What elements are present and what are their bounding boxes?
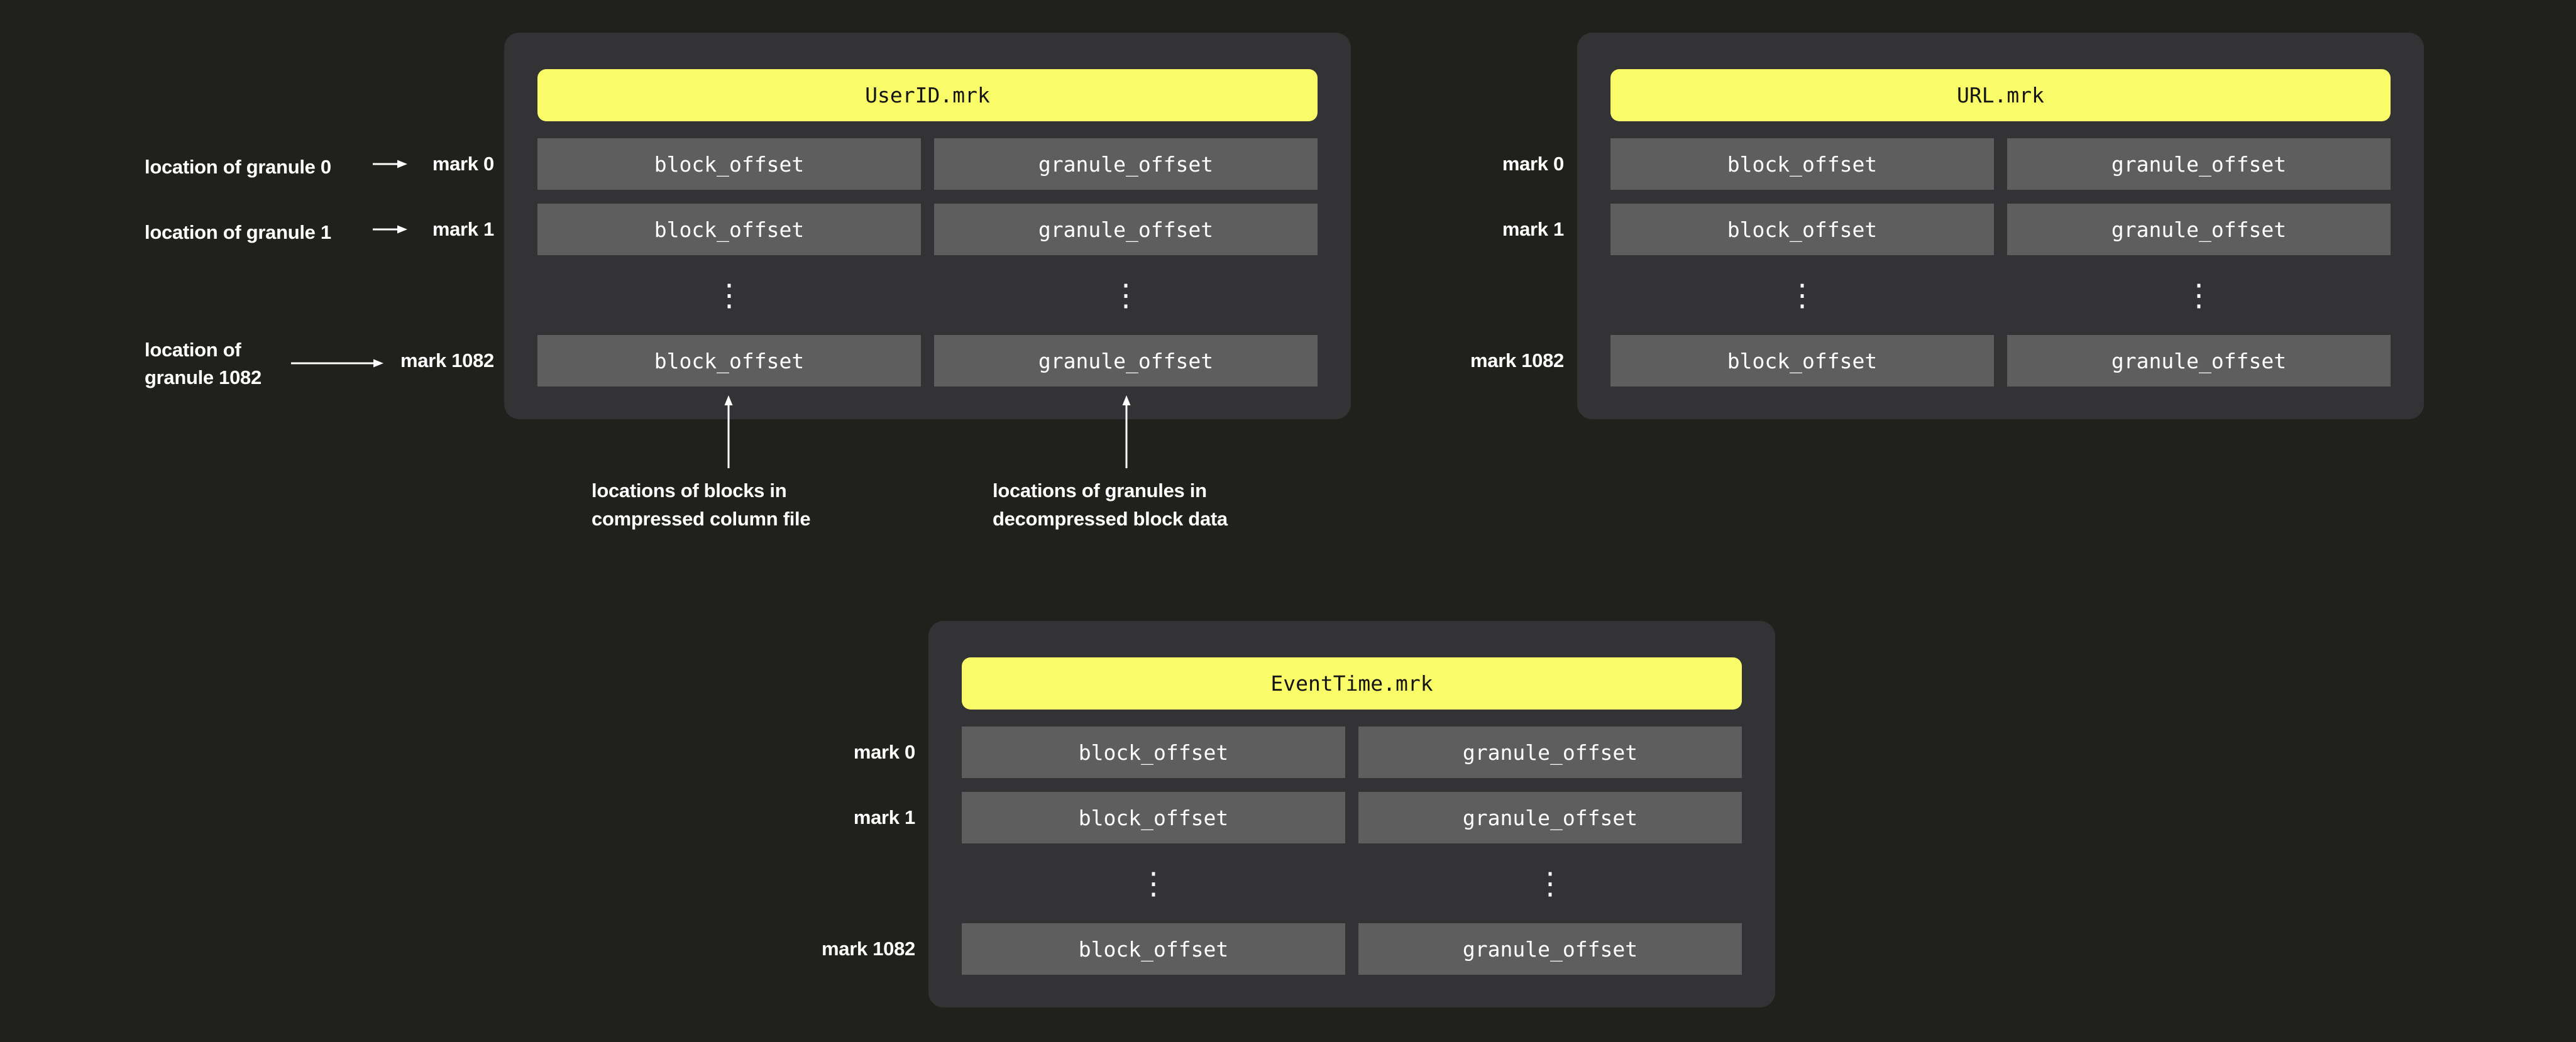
granule-offset-cell: granule_offset: [1358, 792, 1742, 843]
block-offset-cell: block_offset: [1610, 204, 1994, 255]
mark-row: block_offset granule_offset: [1610, 138, 2391, 190]
annotation-location-granule-1: location of granule 1: [145, 221, 331, 243]
granule-offset-cell: granule_offset: [2007, 335, 2391, 387]
block-offset-cell: block_offset: [962, 923, 1345, 975]
note-line-1: locations of granules in: [993, 480, 1207, 502]
mark-rows: block_offset granule_offset block_offset…: [1610, 138, 2391, 387]
mark-file-panel-eventtime: EventTime.mrk block_offset granule_offse…: [928, 621, 1775, 1007]
annotation-line-2: granule 1082: [145, 366, 261, 388]
mark-label: mark 0: [432, 153, 494, 175]
block-offset-cell: block_offset: [537, 335, 921, 387]
mark-file-title: UserID.mrk: [537, 69, 1318, 121]
arrow-right-icon: [372, 158, 407, 170]
mark-file-title: EventTime.mrk: [962, 657, 1742, 710]
mark-row: block_offset granule_offset: [962, 792, 1742, 843]
annotation-location-granule-1082: location of granule 1082: [145, 336, 261, 392]
ellipsis-row: ⋮ ⋮: [962, 843, 1742, 923]
ellipsis-row: ⋮ ⋮: [1610, 255, 2391, 335]
mark-rows: block_offset granule_offset block_offset…: [962, 727, 1742, 975]
mark-file-panel-userid: UserID.mrk block_offset granule_offset b…: [504, 33, 1351, 419]
vertical-ellipsis: ⋮: [1535, 865, 1565, 901]
granule-offset-cell: granule_offset: [1358, 727, 1742, 778]
granule-offset-cell: granule_offset: [1358, 923, 1742, 975]
arrow-right-icon: [372, 223, 407, 236]
vertical-ellipsis: ⋮: [1111, 277, 1141, 313]
block-offset-cell: block_offset: [537, 204, 921, 255]
mark-row: block_offset granule_offset: [537, 204, 1318, 255]
block-offset-cell: block_offset: [962, 727, 1345, 778]
mark-label: mark 1082: [822, 938, 915, 960]
note-line-2: decompressed block data: [993, 508, 1228, 530]
mark-label: mark 1: [853, 806, 915, 828]
arrow-right-icon: [290, 357, 383, 370]
mark-file-title: URL.mrk: [1610, 69, 2391, 121]
mark-label: mark 1082: [1470, 349, 1564, 371]
vertical-ellipsis: ⋮: [2184, 277, 2214, 313]
arrow-up-icon: [722, 395, 735, 468]
note-line-1: locations of blocks in: [592, 480, 787, 502]
granule-offset-cell: granule_offset: [934, 138, 1318, 190]
mark-row: block_offset granule_offset: [537, 335, 1318, 387]
mark-row: block_offset granule_offset: [537, 138, 1318, 190]
mark-row: block_offset granule_offset: [1610, 204, 2391, 255]
mark-label: mark 1: [432, 218, 494, 240]
note-line-2: compressed column file: [592, 508, 811, 530]
granule-offset-cell: granule_offset: [2007, 138, 2391, 190]
mark-label: mark 0: [853, 741, 915, 763]
mark-label: mark 0: [1502, 153, 1564, 175]
mark-row: block_offset granule_offset: [1610, 335, 2391, 387]
block-offset-cell: block_offset: [962, 792, 1345, 843]
block-offset-cell: block_offset: [1610, 335, 1994, 387]
mark-rows: block_offset granule_offset block_offset…: [537, 138, 1318, 387]
mark-row: block_offset granule_offset: [962, 923, 1742, 975]
vertical-ellipsis: ⋮: [1138, 865, 1169, 901]
granule-offset-cell: granule_offset: [934, 204, 1318, 255]
mark-label: mark 1: [1502, 218, 1564, 240]
vertical-ellipsis: ⋮: [714, 277, 744, 313]
annotation-granule-offset-note: locations of granules in decompressed bl…: [993, 476, 1228, 533]
arrow-up-icon: [1120, 395, 1133, 468]
block-offset-cell: block_offset: [1610, 138, 1994, 190]
vertical-ellipsis: ⋮: [1787, 277, 1817, 313]
granule-offset-cell: granule_offset: [934, 335, 1318, 387]
mark-row: block_offset granule_offset: [962, 727, 1742, 778]
mark-file-panel-url: URL.mrk block_offset granule_offset bloc…: [1577, 33, 2424, 419]
mark-label: mark 1082: [400, 349, 494, 371]
annotation-block-offset-note: locations of blocks in compressed column…: [592, 476, 811, 533]
annotation-location-granule-0: location of granule 0: [145, 156, 331, 178]
block-offset-cell: block_offset: [537, 138, 921, 190]
annotation-line-1: location of: [145, 339, 241, 361]
ellipsis-row: ⋮ ⋮: [537, 255, 1318, 335]
granule-offset-cell: granule_offset: [2007, 204, 2391, 255]
